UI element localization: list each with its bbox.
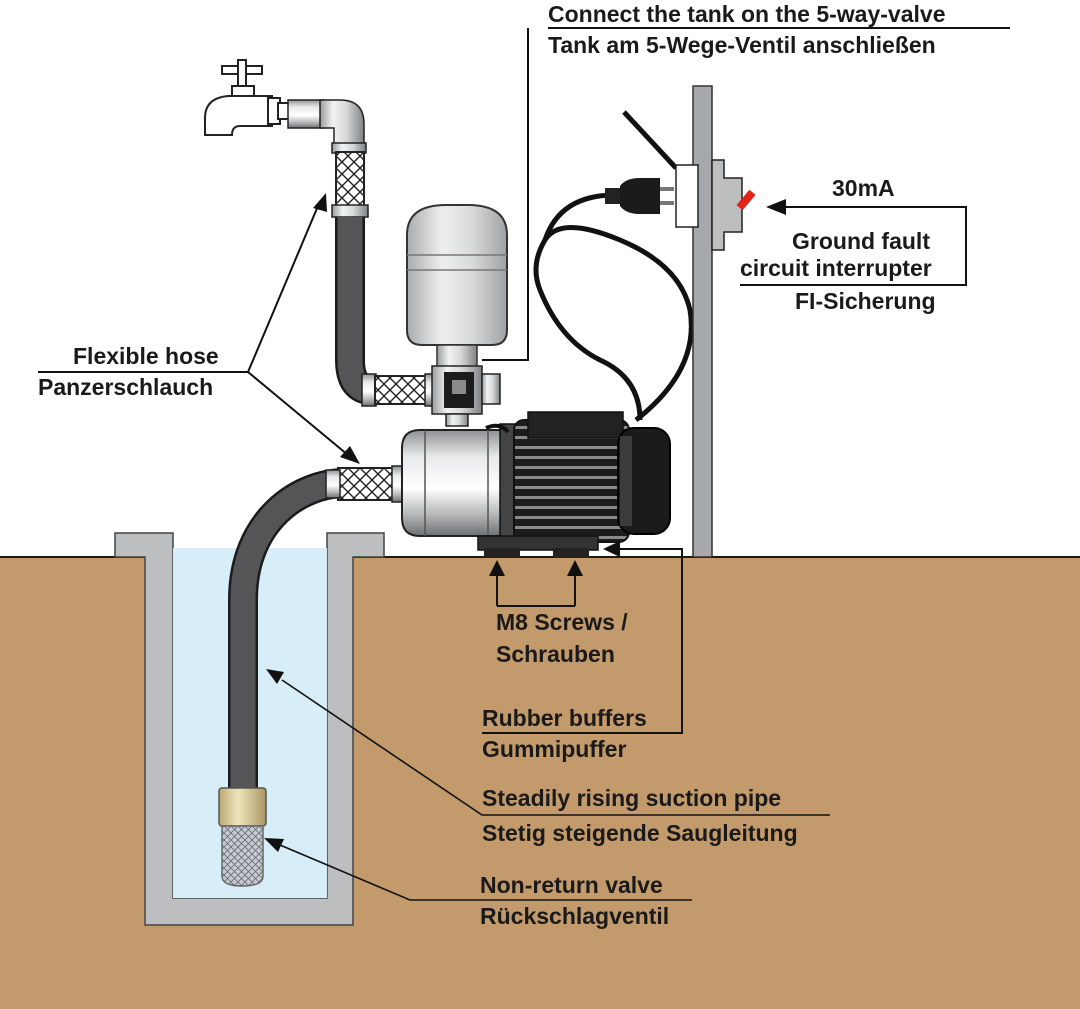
label-rcd-line1: Ground fault (792, 228, 930, 254)
expansion-tank (406, 204, 508, 368)
label-valve-en: Non-return valve (480, 872, 663, 898)
leader-valve (279, 844, 692, 901)
label-rcd-de: FI-Sicherung (795, 288, 936, 314)
pressure-hose-elbow (319, 99, 365, 146)
arrow-suction (266, 669, 284, 684)
leader-buffers (482, 548, 683, 734)
pump (401, 411, 671, 558)
label-hose-de: Panzerschlauch (38, 374, 213, 400)
arrow-screw-left (489, 560, 505, 576)
label-tank-connection-en: Connect the tank on the 5-way-valve (548, 1, 945, 27)
leader-hose (38, 205, 349, 456)
arrow-valve (264, 838, 284, 852)
power-plug (605, 178, 674, 214)
label-rcd-rating: 30mA (832, 175, 895, 201)
arrow-hose-upper (313, 193, 327, 212)
rcd-switch-red (736, 189, 756, 211)
label-buffers-de: Gummipuffer (482, 736, 626, 762)
arrow-screw-right (567, 560, 583, 576)
pressure-hose-fitting (287, 99, 325, 129)
pump-base-plate (477, 535, 599, 551)
label-suction-en: Steadily rising suction pipe (482, 785, 781, 811)
five-way-valve (431, 365, 501, 427)
pole-cable (622, 110, 678, 170)
non-return-valve-body (218, 787, 267, 827)
label-suction-de: Stetig steigende Saugleitung (482, 820, 798, 846)
arrow-buffers (603, 541, 620, 557)
arrow-hose-lower (340, 446, 360, 464)
label-screws-line1: M8 Screws / (496, 609, 628, 635)
arrow-rcd (766, 199, 786, 215)
leader-suction (281, 679, 830, 816)
rubber-buffer-right (553, 548, 589, 558)
pressure-hose-braid-lower (374, 375, 428, 405)
label-tank-connection-de: Tank am 5-Wege-Ventil anschließen (548, 32, 936, 58)
label-hose-en: Flexible hose (73, 343, 219, 369)
leader-rcd (740, 206, 967, 286)
leader-screws (496, 572, 576, 607)
rubber-buffer-left (484, 548, 520, 558)
non-return-valve-strainer (221, 825, 264, 887)
wall-socket (675, 159, 756, 251)
label-valve-de: Rückschlagventil (480, 903, 669, 929)
power-cable (533, 225, 694, 422)
suction-hose-braid (337, 467, 397, 501)
label-rcd-line2: circuit interrupter (740, 255, 932, 281)
pressure-hose-braid (335, 151, 365, 207)
wall-post (692, 85, 713, 558)
leader-tank-connection (482, 27, 1010, 361)
faucet (204, 59, 291, 136)
label-buffers-en: Rubber buffers (482, 705, 647, 731)
label-screws-line2: Schrauben (496, 641, 615, 667)
